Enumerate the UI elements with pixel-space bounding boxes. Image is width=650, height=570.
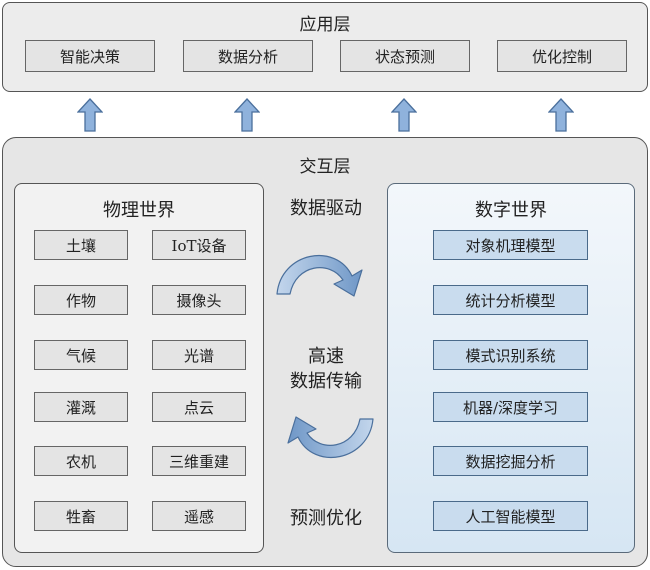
digital-item-statistical-model: 统计分析模型 bbox=[433, 285, 588, 315]
physical-item-remote-sensing: 遥感 bbox=[152, 501, 246, 531]
up-arrow-icon bbox=[77, 98, 103, 132]
physical-world-title: 物理世界 bbox=[103, 200, 175, 221]
application-layer: 应用层 智能决策 数据分析 状态预测 优化控制 bbox=[2, 2, 648, 92]
curved-arrow-right-icon bbox=[276, 254, 363, 297]
physical-item-camera: 摄像头 bbox=[152, 285, 246, 315]
physical-item-spectrum: 光谱 bbox=[152, 340, 246, 370]
digital-item-data-mining: 数据挖掘分析 bbox=[433, 446, 588, 476]
digital-item-ai-model: 人工智能模型 bbox=[433, 501, 588, 531]
physical-item-crop: 作物 bbox=[34, 285, 128, 315]
digital-item-machine-learning: 机器/深度学习 bbox=[433, 392, 588, 422]
prediction-optimization-label: 预测优化 bbox=[290, 508, 362, 529]
physical-item-3d-reconstruction: 三维重建 bbox=[152, 446, 246, 476]
high-speed-label: 高速 bbox=[308, 346, 344, 367]
physical-item-livestock: 牲畜 bbox=[34, 501, 128, 531]
data-driven-label: 数据驱动 bbox=[290, 198, 362, 219]
digital-world-title: 数字世界 bbox=[475, 200, 547, 221]
application-layer-title: 应用层 bbox=[299, 15, 351, 35]
digital-world-panel: 数字世界 对象机理模型 统计分析模型 模式识别系统 机器/深度学习 数据挖掘分析… bbox=[387, 183, 635, 553]
app-item-control: 优化控制 bbox=[497, 40, 627, 72]
physical-item-soil: 土壤 bbox=[34, 230, 128, 260]
up-arrow-icon bbox=[548, 98, 574, 132]
app-item-decision: 智能决策 bbox=[25, 40, 155, 72]
physical-item-point-cloud: 点云 bbox=[152, 392, 246, 422]
up-arrow-icon bbox=[391, 98, 417, 132]
physical-world-panel: 物理世界 土壤 作物 气候 灌溉 农机 牲畜 IoT设备 摄像头 光谱 点云 三… bbox=[14, 183, 264, 553]
up-arrow-icon bbox=[234, 98, 260, 132]
app-item-analysis: 数据分析 bbox=[183, 40, 313, 72]
physical-item-climate: 气候 bbox=[34, 340, 128, 370]
physical-item-irrigation: 灌溉 bbox=[34, 392, 128, 422]
curved-arrow-left-icon bbox=[287, 416, 374, 459]
data-transmission-label: 数据传输 bbox=[290, 371, 362, 392]
interaction-layer-title: 交互层 bbox=[299, 157, 351, 177]
digital-item-pattern-recognition: 模式识别系统 bbox=[433, 340, 588, 370]
digital-item-mechanism-model: 对象机理模型 bbox=[433, 230, 588, 260]
physical-item-machinery: 农机 bbox=[34, 446, 128, 476]
app-item-prediction: 状态预测 bbox=[340, 40, 470, 72]
physical-item-iot: IoT设备 bbox=[152, 230, 246, 260]
